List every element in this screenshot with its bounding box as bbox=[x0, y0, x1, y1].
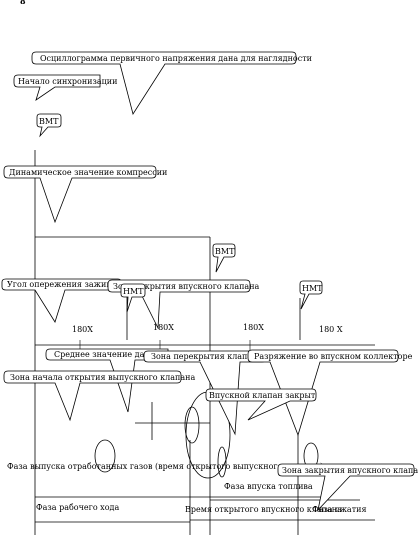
fuel-intake-phase-label: Фаза впуска топлива bbox=[224, 482, 313, 491]
axis-label-1: 180X bbox=[72, 325, 93, 334]
intake-open-time-label: Время открытого впускного клапана bbox=[185, 505, 342, 514]
callout-intake-closed-text: Впускной клапан закрыт bbox=[209, 391, 316, 400]
callout-nmt-right-text: НМТ bbox=[302, 284, 323, 293]
callout-dyn-compression-text: Динамическое значение компрессии bbox=[9, 168, 167, 177]
exhaust-phase-label: Фаза выпуска отработанных газов (время о… bbox=[7, 462, 323, 471]
callout-oscillogram: Осциллограмма первичного напряжения дана… bbox=[31, 51, 312, 115]
callout-intake-open-zone-text: Зона открытия впускного клапана bbox=[113, 282, 260, 291]
work-phase-label: Фаза рабочего хода bbox=[36, 503, 119, 512]
callout-nmt-left-text: НМТ bbox=[123, 287, 144, 296]
callout-nmt-right: НМТ bbox=[299, 280, 323, 310]
callout-nmt-left: НМТ bbox=[120, 283, 146, 313]
callout-sync-start: Начало синхронизации bbox=[13, 74, 117, 101]
callout-overlap-zone-text: Зона перекрытия клапанов bbox=[151, 352, 267, 361]
axis-label-3: 180X bbox=[243, 323, 264, 332]
axis-label-4: 180 X bbox=[319, 325, 343, 334]
waveform-structure bbox=[34, 150, 375, 535]
page-marker: 8 bbox=[20, 0, 26, 6]
callout-ign-advance-text: Угол опережения зажигания bbox=[7, 280, 131, 289]
callout-dyn-compression: Динамическое значение компрессии bbox=[3, 165, 167, 224]
callout-intake-vacuum-text: Разряжение во впускном коллекторе bbox=[254, 352, 413, 361]
callout-bmt-top: ВМТ bbox=[36, 113, 62, 138]
axis-label-2: 180X bbox=[153, 323, 174, 332]
callout-intake-closed: Впускной клапан закрыт bbox=[205, 388, 317, 421]
callout-bmt-top-text: ВМТ bbox=[39, 117, 59, 126]
callout-exhaust-open-start: Зона начала открытия выпускного клапана bbox=[3, 370, 195, 422]
callout-exhaust-open-start-text: Зона начала открытия выпускного клапана bbox=[10, 373, 195, 382]
callout-sync-start-text: Начало синхронизации bbox=[18, 77, 117, 86]
callout-bmt-mid-text: ВМТ bbox=[215, 247, 235, 256]
callout-intake-close-zone: Зона закрытия впускного клапана bbox=[277, 463, 418, 512]
callout-bmt-mid: ВМТ bbox=[212, 243, 236, 273]
callout-oscillogram-text: Осциллограмма первичного напряжения дана… bbox=[40, 54, 312, 63]
callout-avg-pressure-text: Среднее значение давления bbox=[54, 350, 174, 359]
compression-phase-label: Фаза сжатия bbox=[312, 505, 367, 514]
callout-intake-close-zone-text: Зона закрытия впускного клапана bbox=[282, 466, 418, 475]
